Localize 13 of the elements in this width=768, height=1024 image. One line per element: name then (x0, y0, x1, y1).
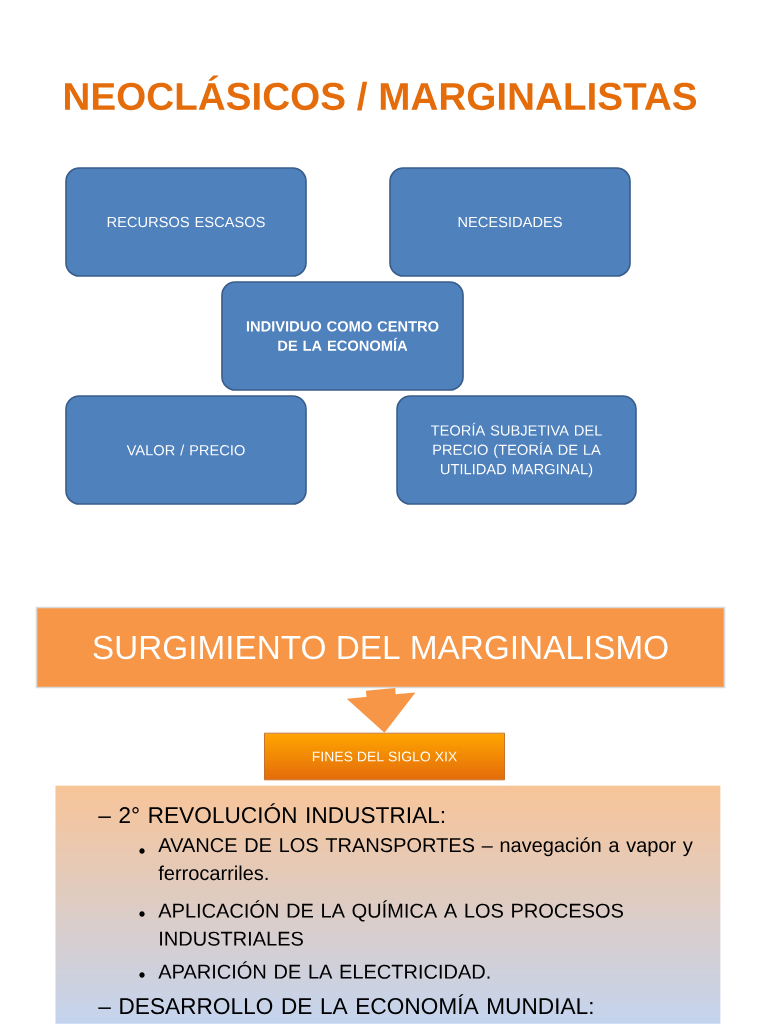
list-item: APARICIÓN DE LA ELECTRICIDAD. (158, 961, 490, 979)
concept-box: RECURSOS ESCASOS (65, 167, 307, 277)
title: NEOCLÁSICOS / MARGINALISTAS (65, 75, 697, 111)
list-item: – DESARROLLO DE LA ECONOMÍA MUNDIAL: (98, 994, 593, 1015)
concept-box: INDIVIDUO COMO CENTRO DE LA ECONOMÍA (221, 281, 464, 391)
tab-box: FINES DEL SIGLO XIX (264, 732, 505, 781)
list-item: APLICACIÓN DE LA QUÍMICA A LOS PROCESOS INDUSTRIALES (158, 900, 623, 946)
concept-box: TEORÍA SUBJETIVA DEL PRECIO (TEORÍA DE LA UTILIDAD MARGINAL) (396, 395, 637, 505)
concept-box: VALOR / PRECIO (65, 395, 307, 505)
list-item: AVANCE DE LOS TRANSPORTES – navegación a vapor y ferrocarriles. (158, 837, 693, 881)
concept-box: NECESIDADES (389, 167, 631, 277)
list-item: – 2° REVOLUCIÓN INDUSTRIAL: (98, 803, 445, 824)
banner-box: SURGIMIENTO DEL MARGINALISMO (35, 606, 726, 689)
